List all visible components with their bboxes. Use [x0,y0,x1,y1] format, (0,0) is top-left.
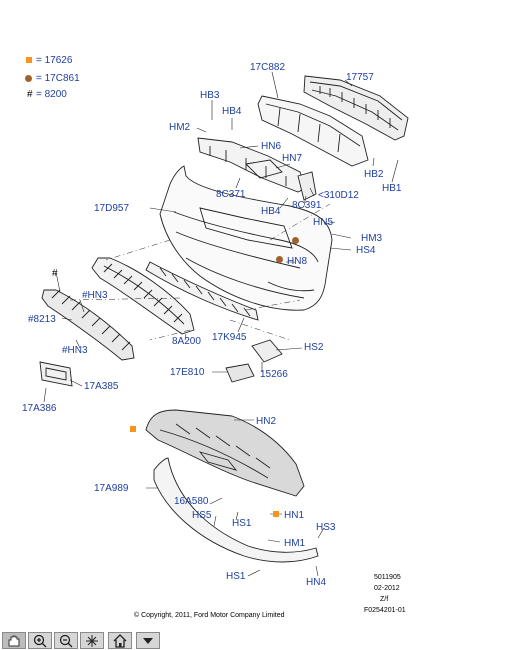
part-17D957-bumper-cover [159,165,333,311]
legend-orange-square [26,57,32,63]
callout-8213: #8213 [28,314,56,325]
part-8C391-bracket [297,171,317,201]
callout-15266: 15266 [260,369,288,380]
callout-HS1-lower: HS1 [226,571,246,582]
callout-HM3: HM3 [361,233,383,244]
callout-HS4: HS4 [356,245,376,256]
callout-HM2: HM2 [169,122,191,133]
callout-HS2: HS2 [304,342,324,353]
legend-brown-dot [25,75,32,82]
drawing-reference: F0254201-01 [364,607,406,614]
marker-17626-undershield [130,426,136,432]
callout-17757: 17757 [346,72,374,83]
callout-HN7: HN7 [282,153,303,164]
part-17K945-lower-grille [145,261,259,321]
callout-HN3-lower: #HN3 [62,345,88,356]
callout-17A385: 17A385 [84,381,119,392]
legend-text-17626: = 17626 [36,55,73,66]
zoom-in-icon [33,634,47,648]
bumper-exploded-diagram [39,71,409,577]
callout-HS5: HS5 [192,510,212,521]
drawing-date: 02-2012 [374,585,400,592]
callout-310D12: <310D12 [318,190,359,201]
part-17C882-absorber [257,95,369,167]
part-17626-undershield [145,409,305,497]
callout-8A200: 8A200 [172,336,201,347]
legend-hash-symbol: # [27,89,33,100]
legend-text-17C861: = 17C861 [36,73,80,84]
part-15266-bezel [251,339,283,363]
callout-17E810: 17E810 [170,367,205,378]
callout-HN8: HN8 [287,256,308,267]
part-17757-reinforcement [303,75,409,141]
drawing-number: 5011905 [374,574,401,581]
callout-17A386: 17A386 [22,403,57,414]
callout-hash: # [52,268,58,279]
menu-button[interactable] [136,632,160,649]
callout-HS1-upper: HS1 [232,518,252,529]
callout-16A580: 16A580 [174,496,209,507]
zoom-in-button[interactable] [28,632,52,649]
callout-HN5: HN5 [313,217,334,228]
legend-text-8200: = 8200 [36,89,67,100]
callout-HB4-lower: HB4 [261,206,281,217]
callout-HM1: HM1 [284,538,306,549]
callout-HS3: HS3 [316,522,336,533]
fit-button[interactable] [80,632,104,649]
copyright-notice: © Copyright, 2011, Ford Motor Company Li… [134,612,285,619]
callout-17C882: 17C882 [250,62,286,73]
callout-HB4: HB4 [222,106,242,117]
callout-HB3: HB3 [200,90,220,101]
pan-tool-button[interactable] [2,632,26,649]
callout-HN3-upper: #HN3 [82,290,108,301]
callout-8C371: 8C371 [216,189,246,200]
part-8A200-grille [91,257,195,335]
marker-17626-hn1 [273,511,279,517]
callout-HN1: HN1 [284,510,305,521]
callout-HB2: HB2 [364,169,384,180]
part-17A385-license-bracket [39,361,73,387]
callout-17A989: 17A989 [94,483,129,494]
viewer-toolbar [0,631,520,650]
callout-HN2: HN2 [256,416,277,427]
marker-17C861-hn8 [276,256,283,263]
part-8C371-bracket [197,137,307,193]
part-17E810-fog-lamp [225,363,255,383]
callout-17D957: 17D957 [94,203,130,214]
callout-HN6: HN6 [261,141,282,152]
home-button[interactable] [108,632,132,649]
part-17A989-valance [153,457,319,563]
callout-HN4: HN4 [306,577,327,588]
part-8213-grille [41,289,135,361]
callout-17K945: 17K945 [212,332,247,343]
callout-HB1: HB1 [382,183,402,194]
home-icon [113,634,127,648]
drawing-code: Z/f [380,596,389,603]
hand-icon [8,635,20,647]
chevron-down-icon [143,638,153,644]
zoom-out-icon [59,634,73,648]
callout-8C391: 8C391 [292,200,322,211]
zoom-out-button[interactable] [54,632,78,649]
sparkle-icon [86,635,98,647]
marker-17C861-hn5 [292,237,299,244]
